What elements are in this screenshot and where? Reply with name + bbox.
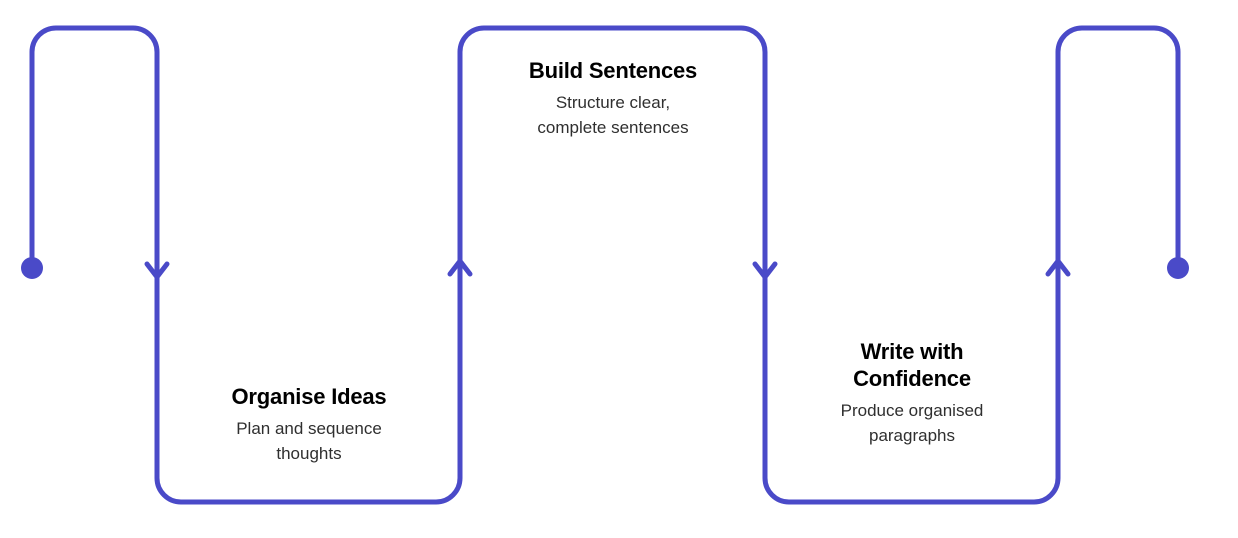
step-description: Produce organised paragraphs: [840, 401, 984, 445]
arrow-down-1: [144, 261, 170, 280]
end-dot-marker: [1167, 257, 1189, 279]
step-description: Structure clear, complete sentences: [537, 93, 689, 137]
step-title: Write with Confidence: [853, 339, 971, 391]
arrowhead-group: [144, 258, 1071, 280]
step-build-sentences: Build Sentences Structure clear, complet…: [466, 57, 760, 140]
start-dot-marker: [21, 257, 43, 279]
step-description: Plan and sequence thoughts: [236, 419, 382, 463]
step-organise-ideas: Organise Ideas Plan and sequence thought…: [163, 383, 455, 466]
step-title: Build Sentences: [528, 58, 698, 83]
step-title: Organise Ideas: [231, 384, 387, 409]
step-write-with-confidence: Write with Confidence Produce organised …: [770, 338, 1054, 448]
flow-connector-path: [29, 25, 1181, 505]
arrow-down-2: [752, 261, 778, 280]
arrow-up-2: [1045, 258, 1071, 277]
arrow-up-1: [447, 258, 473, 277]
